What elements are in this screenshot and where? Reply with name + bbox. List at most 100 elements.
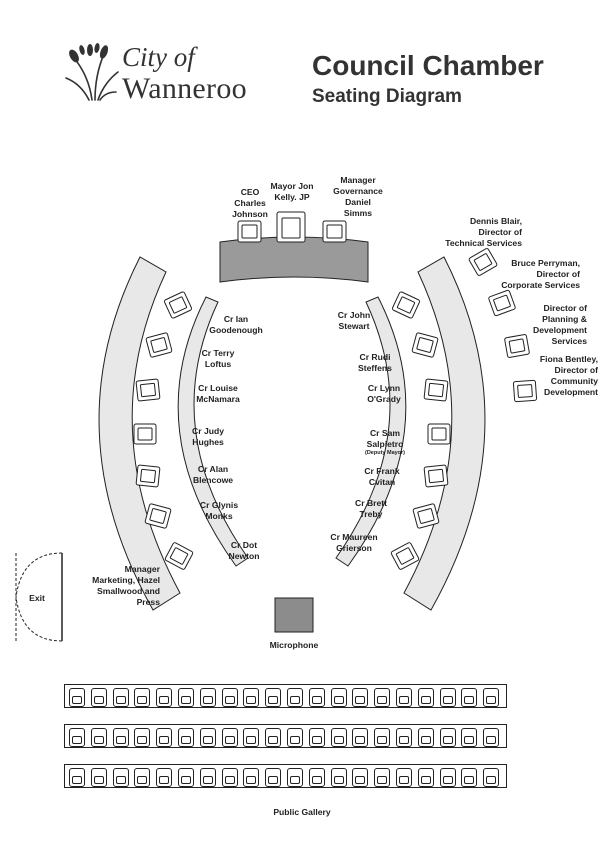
gallery-seat [199, 728, 216, 747]
gallery-seat [483, 728, 500, 747]
gallery-seat [199, 688, 216, 707]
gallery-row-2 [64, 724, 507, 748]
gallery-seat [287, 728, 303, 747]
gallery-seat [483, 688, 500, 707]
gallery-seat [308, 688, 325, 707]
gallery-seat [243, 688, 260, 707]
gallery-seat [134, 768, 151, 787]
gallery-seat [287, 688, 303, 707]
microphone-box [274, 597, 314, 633]
gallery-seat [396, 728, 412, 747]
gallery-row-1 [64, 684, 507, 708]
gallery-seat [156, 768, 173, 787]
label-left-councillor-5: Cr Alan Blencowe [192, 464, 234, 485]
gallery-seat [308, 728, 325, 747]
gallery-seat [178, 728, 194, 747]
gallery-seat [374, 688, 391, 707]
gallery-seat [439, 688, 456, 707]
label-public-gallery: Public Gallery [273, 807, 331, 817]
logo-text-city-of: City of [122, 42, 195, 72]
label-left-councillor-1: Cr Ian Goodenough [209, 314, 263, 335]
gallery-seat [417, 728, 434, 747]
label-left-councillor-6: Cr Glynis Monks [199, 500, 239, 521]
label-right-councillor-4: Cr Sam Salpietro (Deputy Mayor) [352, 417, 418, 468]
gallery-seat [308, 768, 325, 787]
label-director-technical: Dennis Blair, Director of Technical Serv… [445, 216, 522, 248]
gallery-seat [112, 728, 129, 747]
logo-text-wanneroo: Wanneroo [122, 72, 247, 105]
label-right-councillor-5: Cr Frank Cvitan [364, 466, 400, 487]
label-ceo: CEO Charles Johnson [232, 187, 268, 219]
gallery-seat [483, 768, 500, 787]
gallery-seat [243, 728, 260, 747]
gallery-seat [287, 768, 303, 787]
exit-door [15, 552, 63, 642]
label-left-councillor-7: Cr Dot Newton [228, 540, 260, 561]
gallery-seat [265, 728, 282, 747]
gallery-seat [221, 728, 238, 747]
label-exit: Exit [29, 593, 45, 603]
gallery-seat [352, 688, 369, 707]
label-right-councillor-2: Cr Rudi Steffens [358, 352, 392, 373]
gallery-seat [90, 728, 107, 747]
gallery-seat [90, 768, 107, 787]
gallery-seat [417, 688, 434, 707]
gallery-seat [330, 688, 347, 707]
right-chairs [390, 291, 451, 570]
label-right-councillor-4-name: Cr Sam Salpietro [366, 428, 404, 449]
gallery-seat [396, 768, 412, 787]
gallery-seat [396, 688, 412, 707]
label-manager-marketing: Manager Marketing, Hazel Smallwood and P… [92, 564, 160, 607]
gallery-seat [156, 688, 173, 707]
director-chairs [468, 248, 538, 403]
gallery-seat [417, 768, 434, 787]
top-chairs [237, 211, 347, 243]
gallery-seat [112, 768, 129, 787]
label-director-corporate: Bruce Perryman, Director of Corporate Se… [501, 258, 580, 290]
gallery-seat [178, 768, 194, 787]
gallery-seat [461, 688, 478, 707]
right-outer-desk [403, 256, 486, 611]
label-director-planning: Director of Planning & Development Servi… [533, 303, 587, 346]
gallery-seat [69, 688, 85, 707]
label-mayor: Mayor Jon Kelly. JP [270, 181, 314, 202]
gallery-seat [199, 768, 216, 787]
right-inner-desk [335, 296, 407, 567]
gallery-seat [112, 688, 129, 707]
gallery-row-3 [64, 764, 507, 788]
gallery-seat [69, 728, 85, 747]
gallery-seat [374, 728, 391, 747]
gallery-seat [265, 688, 282, 707]
gallery-seat [374, 768, 391, 787]
label-right-councillor-1: Cr John Stewart [337, 310, 371, 331]
label-manager-governance: Manager Governance Daniel Simms [333, 175, 383, 218]
label-microphone: Microphone [269, 640, 319, 650]
gallery-seat [352, 728, 369, 747]
gallery-seat [134, 688, 151, 707]
left-chairs [133, 291, 194, 570]
gallery-seat [265, 768, 282, 787]
gallery-seat [330, 728, 347, 747]
gallery-seat [178, 688, 194, 707]
page-title: Council Chamber [312, 50, 544, 81]
gallery-seat [330, 768, 347, 787]
gallery-seat [156, 728, 173, 747]
gallery-seat [439, 728, 456, 747]
deputy-mayor-note: (Deputy Mayor) [364, 450, 406, 456]
gallery-seat [461, 768, 478, 787]
label-right-councillor-7: Cr Maureen Grierson [330, 532, 378, 553]
label-left-councillor-2: Cr Terry Loftus [201, 348, 235, 369]
gallery-seat [352, 768, 369, 787]
gallery-seat [461, 728, 478, 747]
label-right-councillor-6: Cr Brett Treby [355, 498, 387, 519]
page-subtitle: Seating Diagram [312, 86, 462, 107]
gallery-seat [243, 768, 260, 787]
left-inner-desk [177, 296, 249, 567]
gallery-seat [221, 768, 238, 787]
label-right-councillor-3: Cr Lynn O'Grady [367, 383, 401, 404]
head-table [219, 236, 369, 283]
gallery-seat [90, 688, 107, 707]
label-left-councillor-4: Cr Judy Hughes [192, 426, 224, 447]
label-director-community: Fiona Bentley, Director of Community Dev… [539, 354, 598, 397]
